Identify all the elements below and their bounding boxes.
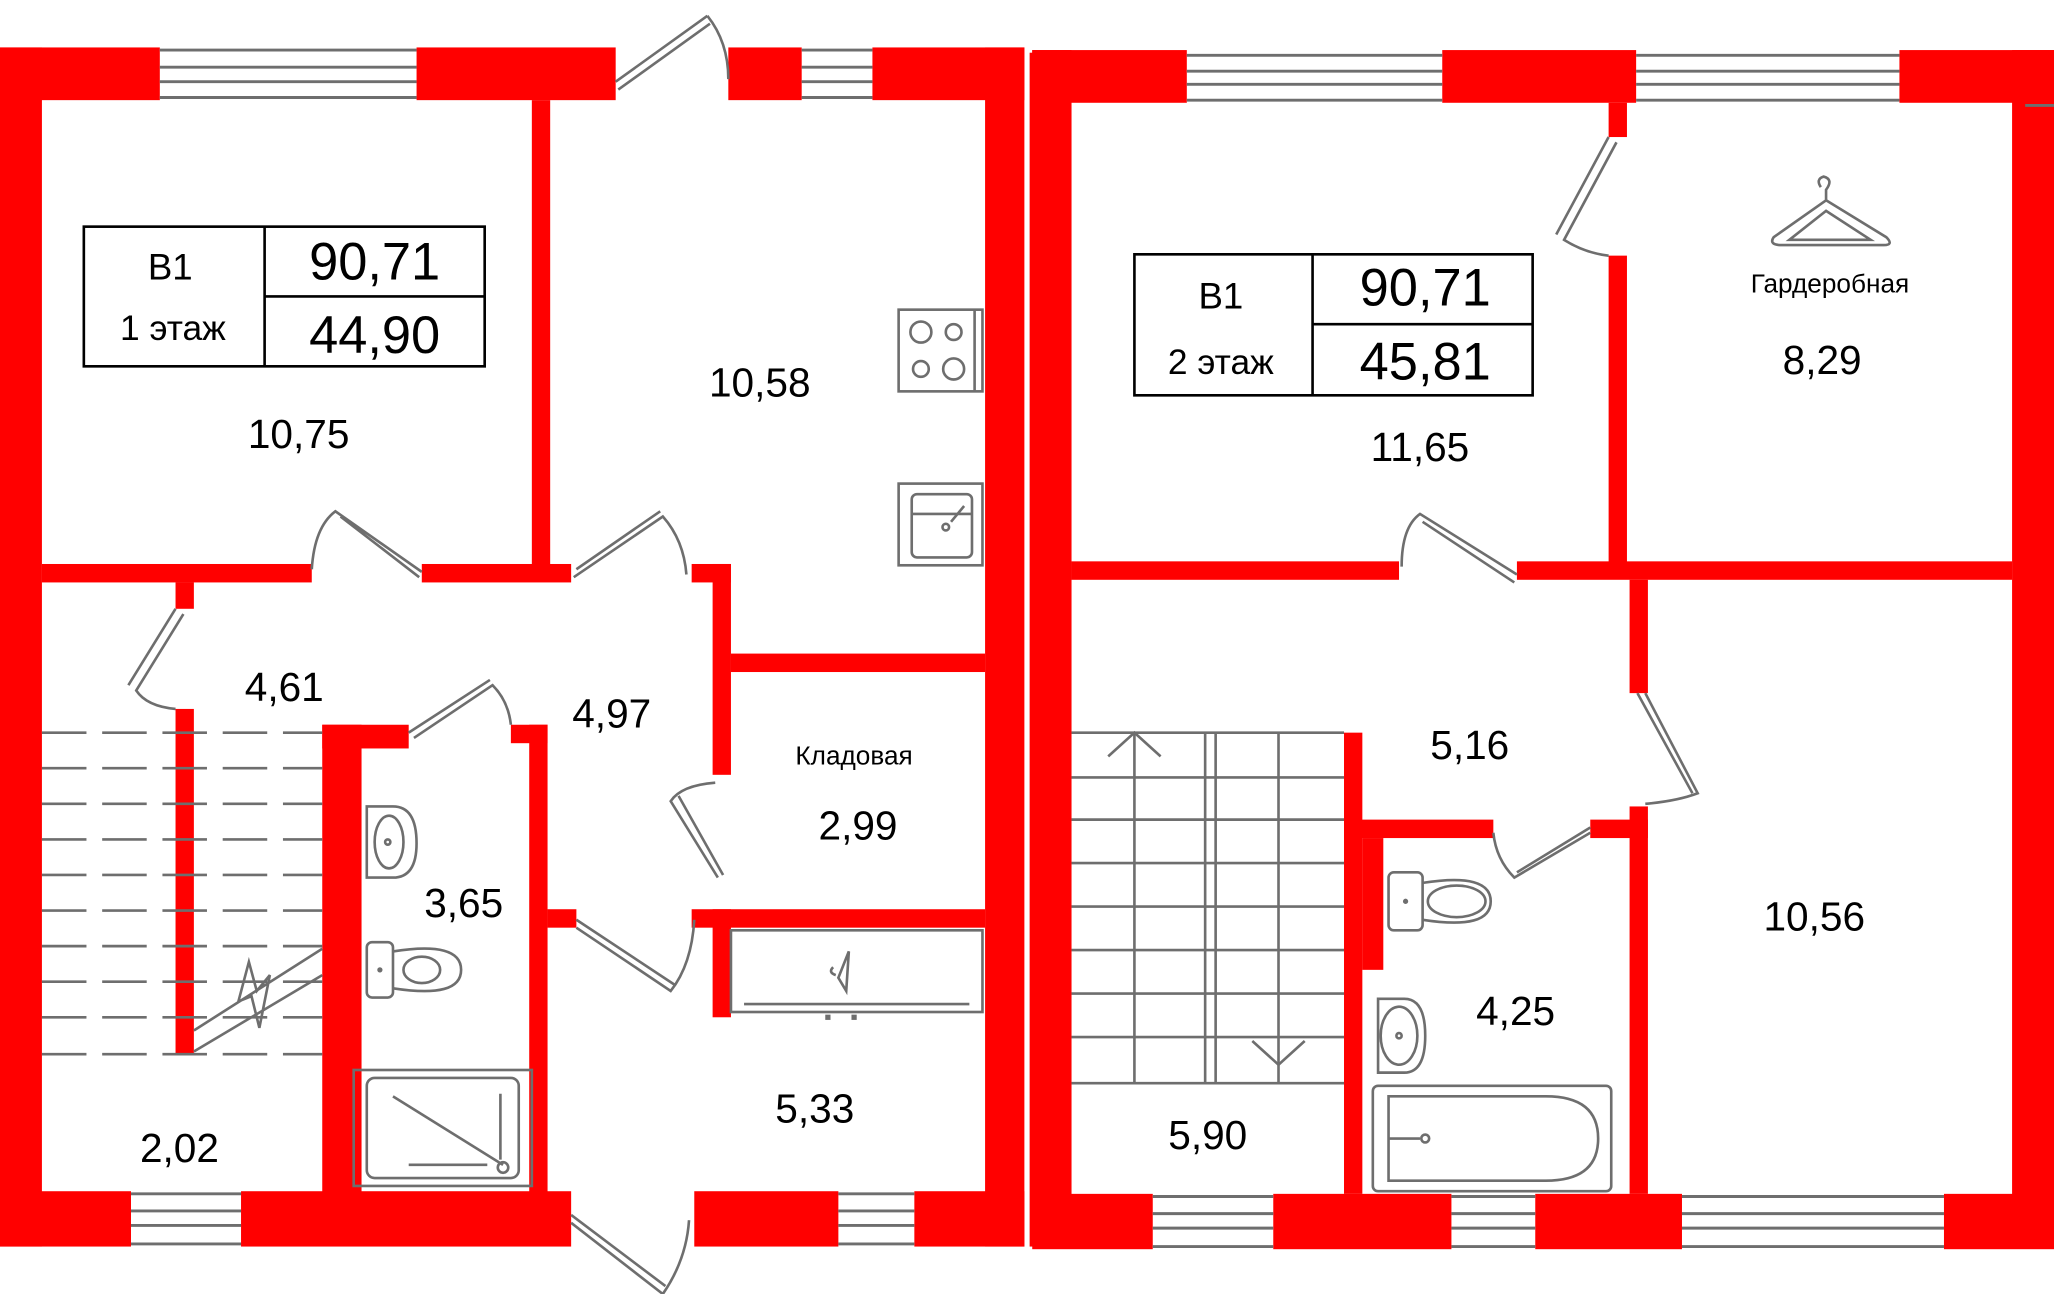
hanger-icon bbox=[729, 928, 984, 1020]
room-area: 10,75 bbox=[248, 411, 350, 457]
bathroom-area: 4,25 bbox=[1476, 988, 1555, 1034]
washbasin-icon bbox=[1376, 997, 1427, 1074]
stairs-icon bbox=[1071, 730, 1345, 1085]
bathroom-area: 3,65 bbox=[424, 880, 503, 926]
entrance-area: 5,33 bbox=[775, 1086, 854, 1132]
floor-1: B1 1 этаж 90,71 44,90 10,75 10,58 4,61 4… bbox=[0, 14, 1025, 1294]
floor-label: 2 этаж bbox=[1168, 342, 1274, 382]
shower-icon bbox=[352, 1068, 534, 1188]
bathtub-icon bbox=[1371, 1084, 1613, 1193]
sink-icon bbox=[897, 482, 984, 567]
bedroom-2-area: 10,56 bbox=[1763, 893, 1865, 939]
door-icon bbox=[1400, 136, 1700, 880]
wardrobe-label: Гардеробная bbox=[1751, 268, 1909, 298]
hanger-icon bbox=[1770, 175, 1891, 247]
stairs-area: 5,90 bbox=[1168, 1112, 1247, 1158]
floor-area: 44,90 bbox=[309, 306, 440, 365]
corridor-area: 4,97 bbox=[572, 690, 651, 736]
floor-2: B1 2 этаж 90,71 45,81 11,65 Гардеробная … bbox=[1029, 50, 2054, 1250]
unit-info-table-floor-2: B1 2 этаж 90,71 45,81 bbox=[1133, 253, 1534, 397]
floor-area: 45,81 bbox=[1360, 332, 1491, 391]
kitchen-area: 10,58 bbox=[709, 360, 811, 406]
total-area: 90,71 bbox=[309, 232, 440, 291]
unit-label: B1 bbox=[148, 246, 193, 287]
hall-area: 5,16 bbox=[1430, 722, 1509, 768]
landing-area: 2,02 bbox=[140, 1125, 219, 1171]
unit-label: B1 bbox=[1198, 275, 1243, 316]
window-icon bbox=[1152, 53, 2054, 1249]
toilet-icon bbox=[1387, 871, 1493, 932]
stove-icon bbox=[897, 308, 984, 393]
storage-area: 2,99 bbox=[819, 802, 898, 848]
hall-area: 4,61 bbox=[245, 664, 324, 710]
toilet-icon bbox=[365, 940, 463, 999]
washbasin-icon bbox=[365, 805, 418, 879]
floor-label: 1 этаж bbox=[120, 308, 226, 348]
storage-label: Кладовая bbox=[795, 740, 912, 770]
unit-info-table-floor-1: B1 1 этаж 90,71 44,90 bbox=[82, 225, 486, 368]
total-area: 90,71 bbox=[1360, 259, 1491, 318]
bedroom-area: 11,65 bbox=[1371, 424, 1470, 470]
wardrobe-area: 8,29 bbox=[1783, 337, 1862, 383]
window-icon bbox=[130, 48, 915, 1246]
door-icon bbox=[127, 14, 730, 1294]
stairs-icon bbox=[41, 731, 323, 1056]
